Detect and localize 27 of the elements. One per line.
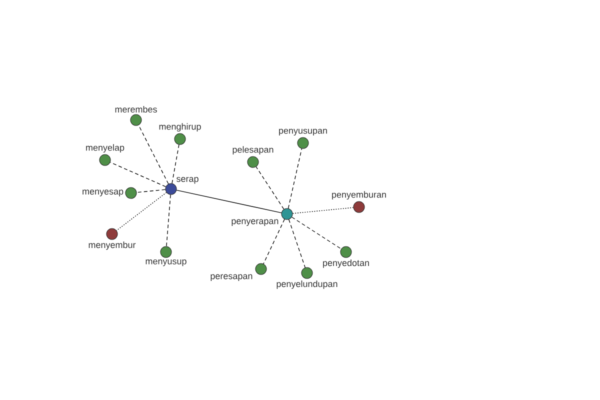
connector-line bbox=[166, 194, 171, 247]
connector-line bbox=[288, 219, 306, 268]
node-label: peresapan bbox=[210, 274, 252, 281]
connector-line bbox=[116, 192, 167, 231]
node-label: menyusup bbox=[146, 259, 186, 266]
connector-line bbox=[263, 218, 285, 264]
node-label: serap bbox=[176, 177, 198, 184]
connector-line bbox=[110, 162, 166, 188]
connector-line bbox=[288, 148, 302, 209]
connector-line bbox=[172, 144, 180, 184]
connector-line bbox=[256, 166, 284, 210]
node-label: penyerapan bbox=[232, 219, 278, 226]
node-label: merembes bbox=[115, 106, 157, 113]
connector-line bbox=[138, 124, 169, 184]
connector-line bbox=[291, 216, 342, 250]
node-label: penyusupan bbox=[279, 128, 327, 136]
connector-line bbox=[136, 189, 166, 193]
connector-line bbox=[292, 207, 354, 214]
node-label: penyemburan bbox=[332, 191, 386, 200]
connector-line bbox=[176, 190, 282, 214]
node-label: menyelap bbox=[86, 144, 124, 153]
node-label: penyedotan bbox=[323, 259, 369, 268]
node-label: penyelundupan bbox=[276, 280, 338, 289]
node-label: menyesap bbox=[82, 190, 124, 196]
node-label: pelesapan bbox=[232, 146, 274, 155]
node-label: menghirup bbox=[159, 123, 201, 132]
node-label: menyembur bbox=[88, 241, 136, 250]
